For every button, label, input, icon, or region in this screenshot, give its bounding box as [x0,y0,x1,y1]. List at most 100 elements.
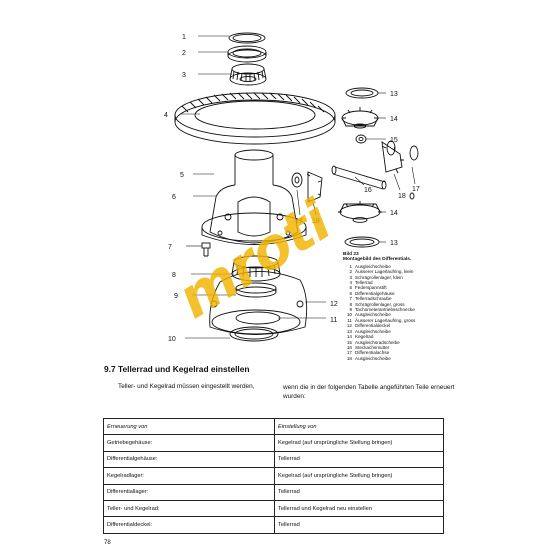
table-row: Teller- und Kegelrad:Tellerrad und Kegel… [103,499,444,518]
part-speedometer-worm [235,282,277,298]
page-number: 78 [104,540,111,546]
callout-1: 1 [182,34,186,41]
legend-item-number: 10 [346,312,352,318]
legend-item-number: 9 [349,307,352,313]
table-row: Kegelradlager:Kegelrad (auf ursprünglich… [103,467,444,485]
part-axle-shaft [331,165,387,190]
intro-text-right: wenn die in der folgenden Tabelle angefü… [283,384,455,400]
table-body: Getriebegehäuse:Kegelrad (auf ursprüngli… [103,434,444,534]
part-pinion-gear-left [306,171,323,203]
legend-item-text: Tellerradschraube [355,296,392,302]
part-differential-cover [209,271,308,335]
part-shim-10 [229,326,279,342]
callout-8: 8 [172,272,176,279]
replacement-adjustment-table: Erneuerung von Einstellung von Getriebeg… [103,417,444,534]
table-header-row: Erneuerung von Einstellung von [103,417,444,436]
part-roller-bearing-small [229,63,267,86]
cell-replacement: Teller- und Kegelrad: [103,499,275,518]
legend-item-text: Differentialdeckel [355,323,391,329]
legend-item-text: Differentialachse [355,350,390,356]
legend-item-text: Ausgleichscheibe [355,263,391,269]
legend-item-number: 11 [347,317,352,323]
part-shim-13-top [345,87,379,99]
part-differential-housing [201,149,307,245]
diagram-legend: Bild 23 Montagebild des Differentials. 1… [343,252,458,361]
cell-replacement: Differentialdeckel: [103,516,275,534]
legend-item-text: Ausgleichscheibe [355,328,391,334]
legend-item-number: 16 [346,344,352,350]
legend-item-text: Äusserer Lagerlaufring, gross [355,317,416,323]
callout-14-bottom: 14 [390,210,398,217]
table-row: Differentialdeckel:Tellerrad [103,516,444,534]
legend-item-number: 8 [349,301,352,307]
legend-item-number: 18 [346,355,352,361]
legend-item-number: 17 [346,350,352,356]
legend-figure-code: Bild 23 [343,252,359,257]
callout-12: 12 [330,301,338,308]
section-title: 9.7 Tellerrad und Kegelrad einstellen [104,364,250,374]
callout-15-top: 15 [390,137,398,144]
column-header-adjustment: Einstellung von [274,417,444,436]
part-outer-race-small [227,45,267,63]
cell-replacement: Kegelradlager: [103,467,275,485]
callout-17-right: 17 [412,186,420,193]
part-shim-13-bottom [344,236,380,248]
callout-11: 11 [330,317,337,324]
part-ring-gear-bolt [201,242,211,257]
legend-item-number: 7 [349,296,352,302]
legend-item-number: 15 [346,339,352,345]
table-row: Getriebegehäuse:Kegelrad (auf ursprüngli… [103,434,444,452]
table-row: Differentialgehäuse:Tellerrad [103,450,444,469]
intro-text-left: Teller- und Kegelrad müssen eingestellt … [118,383,255,390]
legend-item-text: Schrägrollenlager, gross [355,301,405,307]
part-washer-18 [409,192,415,200]
legend-item-text: Differentialgehäuse [355,290,395,296]
legend-item-number: 3 [349,274,352,280]
legend-item-number: 13 [346,328,352,334]
cell-adjustment: Tellerrad und Kegelrad neu einstellen [274,499,444,518]
part-washer-17-left [291,172,303,188]
legend-item-number: 2 [349,269,352,275]
legend-item-number: 6 [349,290,352,296]
legend-item-number: 5 [349,285,352,291]
legend-item-text: Tachometerantriebsschnecke [355,307,415,313]
part-pinion-gear-right [381,141,404,174]
part-roller-bearing-large [231,255,281,282]
part-washer-15-right [386,140,396,156]
callout-9: 9 [174,293,178,300]
part-outer-race-large [235,311,281,325]
callout-3: 3 [182,72,186,79]
callout-2: 2 [182,50,186,57]
part-washer-17-right [409,145,419,161]
part-shim-1 [228,32,266,44]
table-row: Differentiallager:Tellerrad [103,483,444,501]
column-header-replacement: Erneuerung von [103,417,275,436]
callout-17-left: 17 [295,218,303,225]
cell-replacement: Getriebegehäuse: [103,434,275,452]
callout-10: 10 [168,336,176,343]
callout-16: 16 [364,187,372,194]
callout-7: 7 [168,244,172,251]
legend-item-number: 1 [349,263,352,269]
callout-14-top: 14 [390,116,398,123]
legend-item-text: Ausgleichscheibe [355,355,391,361]
legend-item-text: Ausgleichscheibe [355,312,391,318]
